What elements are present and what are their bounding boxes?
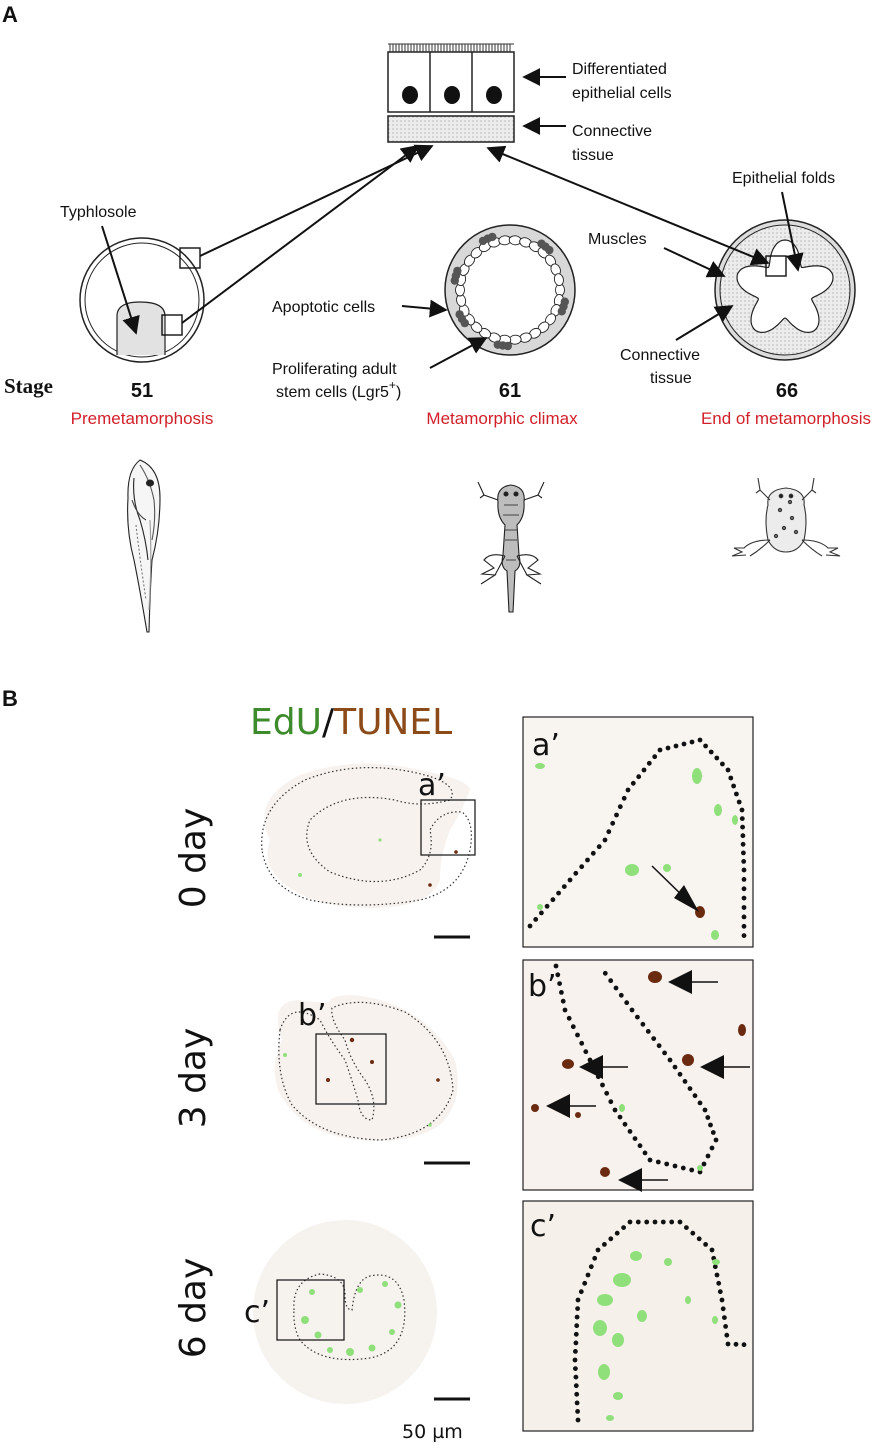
epithelium-boundary — [572, 1219, 747, 1423]
label-muscles: Muscles — [588, 231, 647, 248]
scale-bar-label: 50 µm — [402, 1421, 463, 1443]
zoom-panel-b — [522, 959, 754, 1192]
day-label-3: 3 day — [173, 1028, 214, 1129]
connective-tissue-layer — [387, 115, 515, 143]
typhlosole — [116, 301, 166, 355]
microvilli — [388, 43, 514, 52]
stage-61-number: 61 — [499, 380, 521, 402]
zoom-label-c: c’ — [244, 1295, 270, 1330]
stage-66-number: 66 — [776, 380, 798, 402]
day-label-6: 6 day — [173, 1258, 214, 1359]
climax-froglet-illustration — [477, 481, 545, 613]
wall-detail-diagram — [387, 43, 515, 143]
section-0day — [261, 763, 476, 939]
stage-51-number: 51 — [131, 380, 153, 402]
label-connective-tissue-wall: Connective tissue — [572, 123, 657, 164]
zoom-label-b: b’ — [298, 998, 327, 1033]
panel-a-letter: A — [2, 2, 18, 27]
label-epithelial-folds: Epithelial folds — [732, 170, 835, 187]
label-proliferating-stem-cells: Proliferating adult stem cells (Lgr5+) — [272, 361, 401, 401]
tadpole-illustration — [127, 459, 161, 633]
phase-metamorphic-climax: Metamorphic climax — [426, 409, 578, 428]
zoom-panel-label-a: a’ — [532, 728, 560, 763]
zoom-box-c — [276, 1279, 345, 1341]
stage61-cross-section — [444, 224, 576, 356]
label-typhlosole: Typhlosole — [60, 204, 137, 221]
zoom-panel-a — [522, 716, 754, 948]
panel-b-letter: B — [2, 686, 18, 711]
label-connective-tissue: Connective tissue — [620, 347, 705, 387]
label-differentiated-epithelial: Differentiated epithelial cells — [572, 61, 672, 102]
froglet-illustration — [731, 477, 841, 557]
phase-premetamorphosis: Premetamorphosis — [71, 409, 214, 428]
stage66-cross-section — [714, 219, 856, 361]
epithelium-boundary — [553, 963, 719, 1175]
day-label-0: 0 day — [173, 808, 214, 909]
zoom-panel-c — [522, 1200, 754, 1432]
edu-tunel-title: EdU/TUNEL — [250, 702, 452, 743]
epithelial-folds-lumen — [736, 239, 834, 334]
stage-label: Stage — [4, 374, 53, 398]
section-3day — [274, 995, 470, 1165]
zoom-panel-label-b: b’ — [528, 969, 557, 1004]
section-6day — [253, 1220, 470, 1404]
label-apoptotic-cells: Apoptotic cells — [272, 299, 375, 316]
phase-end-of-metamorphosis: End of metamorphosis — [701, 409, 871, 428]
stage51-cross-section — [79, 237, 205, 363]
cell-nucleus — [444, 86, 460, 104]
epithelium-boundary — [527, 737, 747, 938]
zoom-panel-label-c: c’ — [530, 1209, 556, 1244]
cell-nucleus — [486, 86, 502, 104]
zoom-box-b — [315, 1033, 387, 1105]
zoom-label-a: a’ — [418, 768, 446, 803]
zoom-box-a — [420, 799, 476, 856]
cell-nucleus — [402, 86, 418, 104]
